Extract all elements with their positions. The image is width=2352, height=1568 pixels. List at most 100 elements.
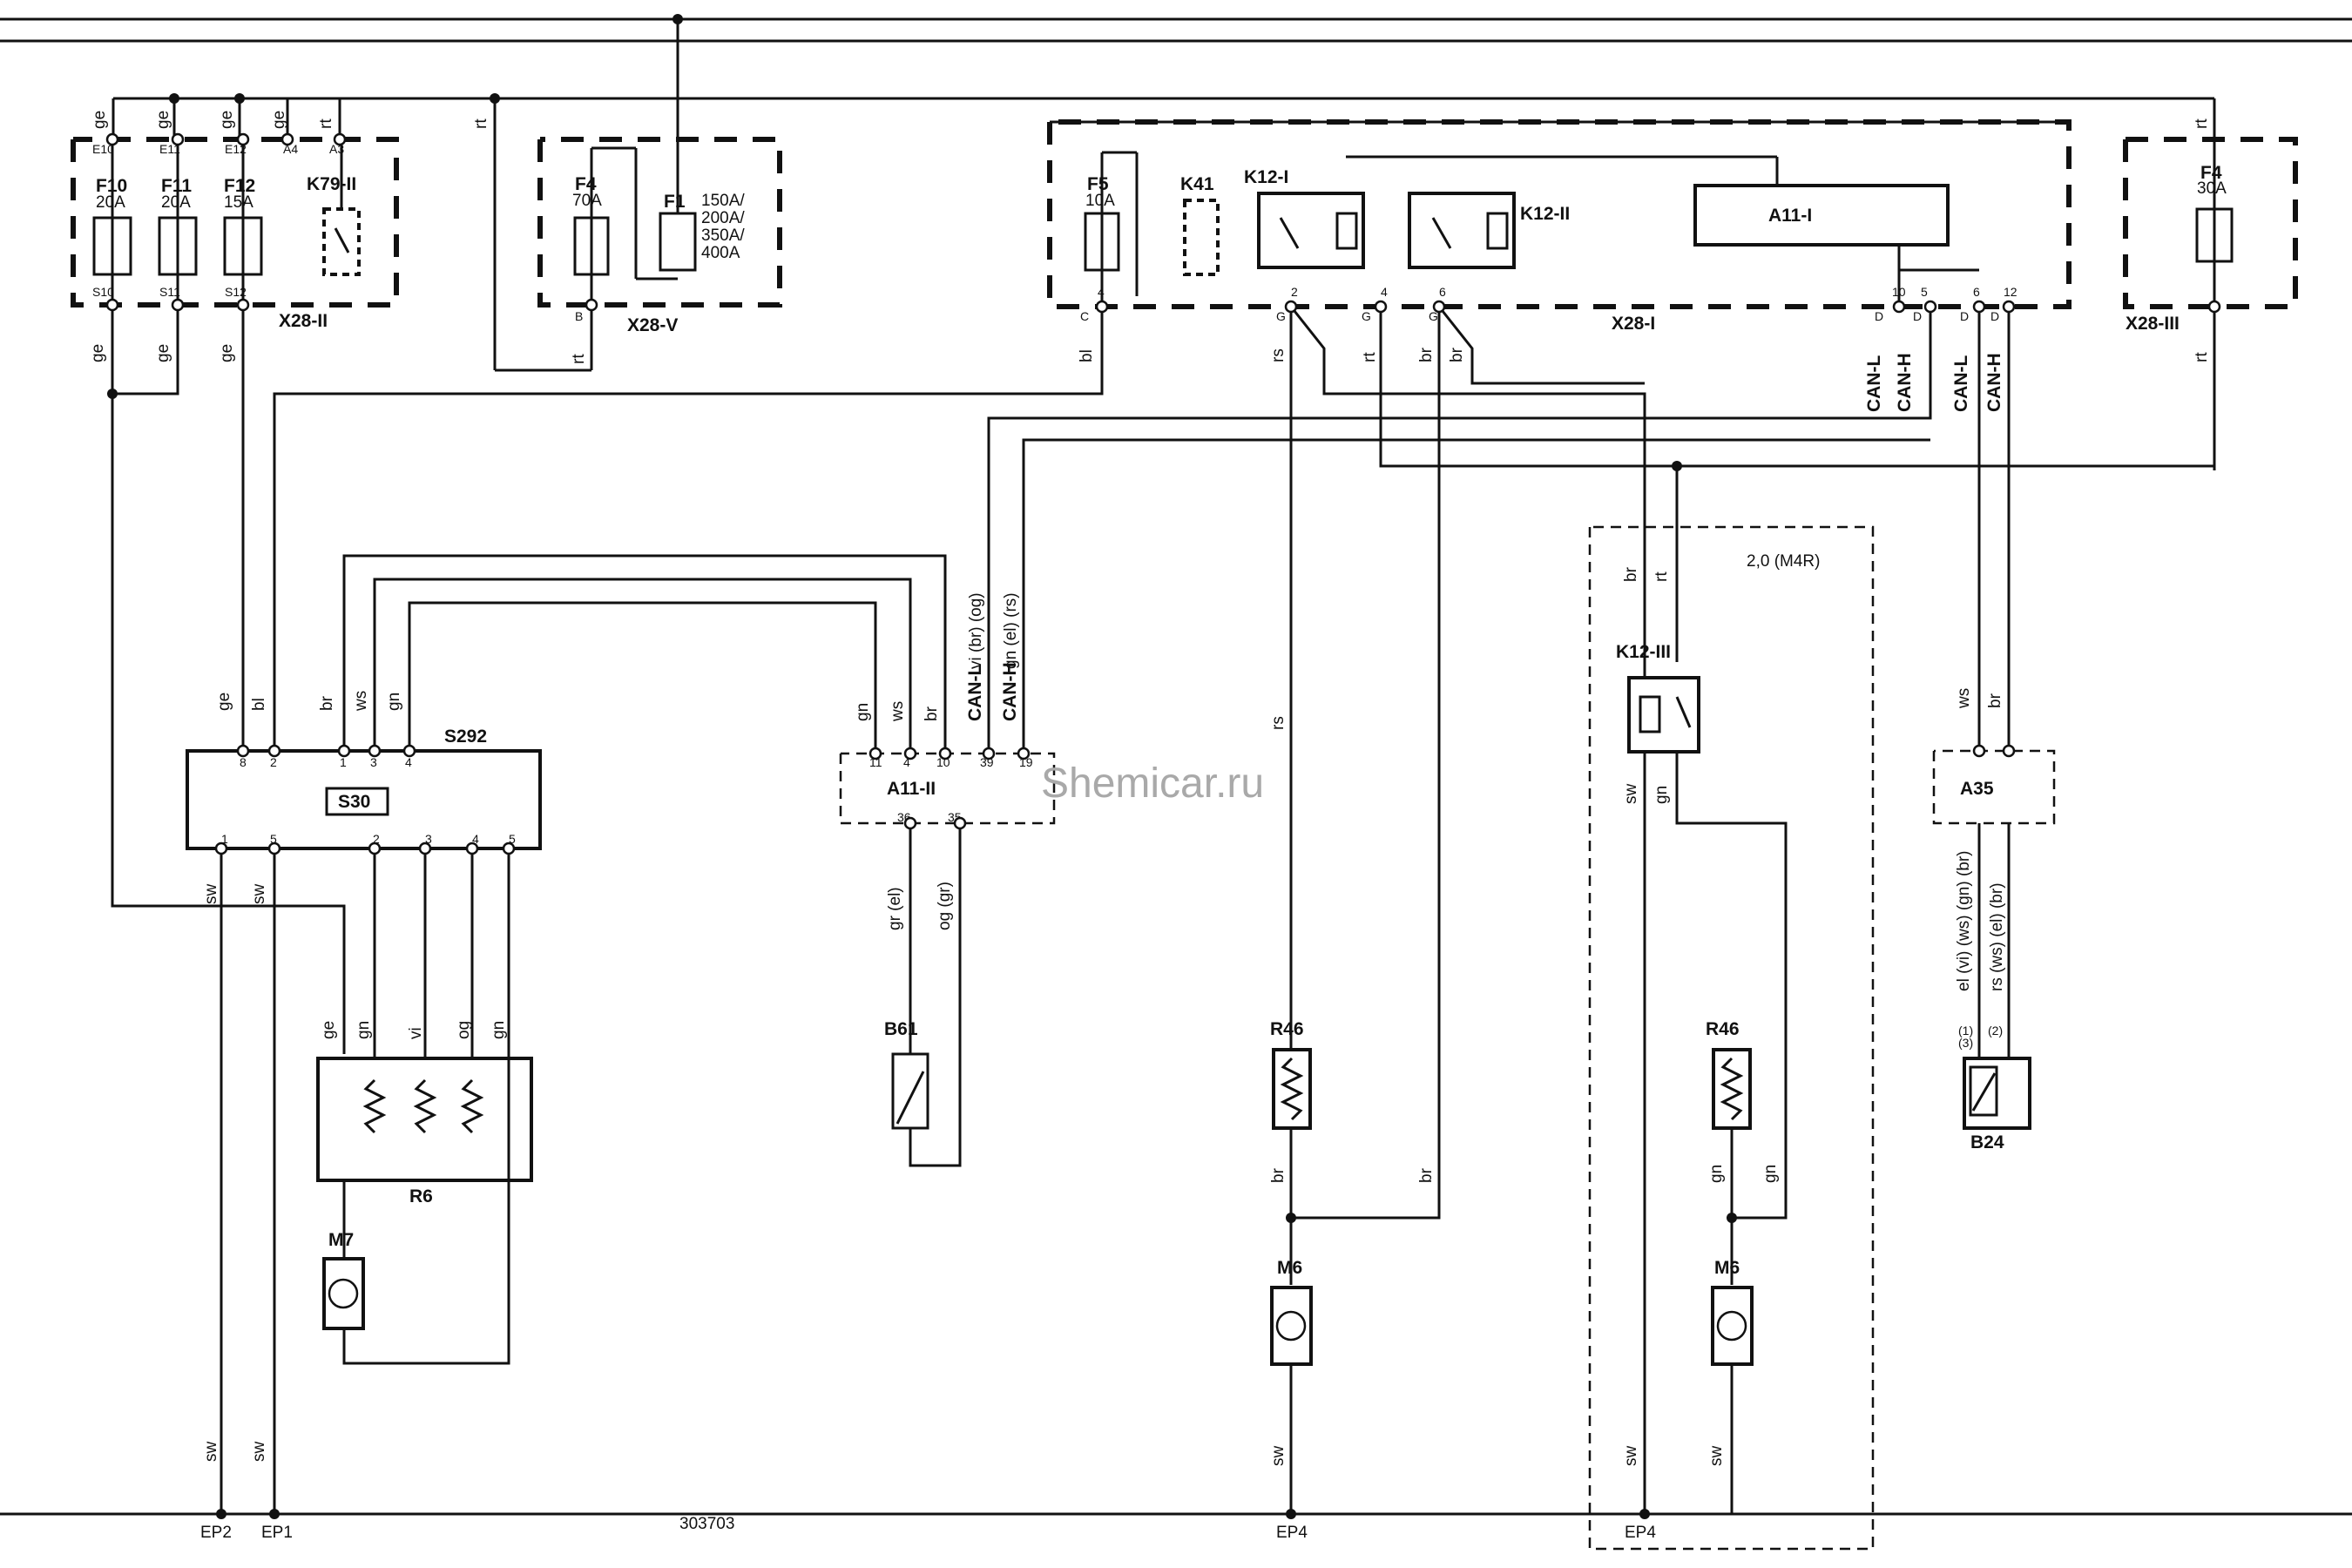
- relay-k12-i-label: K12-I: [1244, 167, 1288, 187]
- motor-m7-label: M7: [328, 1230, 354, 1250]
- sensor-b61-label: B61: [884, 1019, 918, 1039]
- module-s292-label: S292: [444, 727, 487, 747]
- svg-text:ge: ge: [218, 111, 236, 129]
- fuse-f4-main-rating: 70A: [572, 192, 602, 210]
- svg-text:6: 6: [1439, 285, 1446, 299]
- svg-text:sw: sw: [1622, 784, 1640, 805]
- svg-text:sw: sw: [1622, 1446, 1640, 1467]
- svg-text:S11: S11: [159, 285, 180, 299]
- svg-text:rt: rt: [472, 118, 490, 129]
- svg-text:4: 4: [1098, 285, 1105, 299]
- svg-text:vi: vi: [407, 1027, 425, 1039]
- svg-text:S12: S12: [225, 285, 247, 299]
- svg-text:ge: ge: [154, 344, 172, 362]
- ground-ep4-right-label: EP4: [1625, 1524, 1656, 1542]
- resistor-r46-left: R46: [1270, 1019, 1312, 1130]
- connector-x28-iii-label: X28-III: [2126, 314, 2180, 334]
- svg-text:gn: gn: [385, 693, 403, 711]
- svg-text:C: C: [1080, 309, 1089, 323]
- fuse-f12-label: F12: [224, 176, 255, 196]
- svg-text:rt: rt: [317, 118, 335, 129]
- fuse-f5-label: F5: [1087, 174, 1109, 194]
- ground-ep4-left-label: EP4: [1276, 1524, 1308, 1542]
- svg-text:2: 2: [373, 832, 380, 846]
- svg-text:200A/: 200A/: [701, 209, 745, 227]
- switch-s30-box: [325, 787, 389, 816]
- svg-text:br: br: [318, 695, 336, 711]
- svg-text:1: 1: [340, 755, 347, 769]
- motor-m6-left-icon: [1275, 1310, 1307, 1342]
- resistor-r6-label: R6: [409, 1186, 433, 1206]
- svg-text:ws: ws: [352, 691, 370, 712]
- svg-text:CAN-H: CAN-H: [1984, 353, 2004, 412]
- svg-text:S10: S10: [92, 285, 114, 299]
- resistor-r46-right: R46: [1706, 1019, 1752, 1130]
- svg-text:1: 1: [221, 832, 228, 846]
- fusebox-x28-v: F4 70A F1 150A/ 200A/ 350A/ 400A X28-V B: [537, 14, 782, 335]
- svg-text:CAN-L: CAN-L: [965, 665, 985, 721]
- control-unit-a11-i-label: A11-I: [1768, 206, 1812, 226]
- svg-text:br: br: [1986, 693, 2004, 708]
- svg-text:400A: 400A: [701, 244, 740, 262]
- connector-x28-v-label: X28-V: [627, 315, 678, 335]
- svg-text:2: 2: [270, 755, 277, 769]
- svg-text:br: br: [1417, 1167, 1436, 1183]
- svg-text:ge: ge: [154, 111, 172, 129]
- fuse-f5-rating: 10A: [1085, 192, 1115, 210]
- svg-text:4: 4: [903, 755, 910, 769]
- terminal-markers: [105, 132, 2221, 855]
- svg-text:rs: rs: [1269, 348, 1288, 362]
- resistor-r6: R6 ge gn vi og gn: [316, 848, 533, 1206]
- sensor-b61-icon: [891, 1052, 929, 1130]
- svg-text:ge: ge: [320, 1021, 338, 1039]
- connector-x28-i-label: X28-I: [1612, 314, 1655, 334]
- svg-text:br: br: [1622, 566, 1640, 582]
- svg-text:5: 5: [1921, 285, 1928, 299]
- motor-m7-icon: [328, 1278, 359, 1309]
- svg-text:(3): (3): [1958, 1036, 1973, 1050]
- fuse-f12-rating: 15A: [224, 193, 253, 212]
- svg-text:12: 12: [2004, 285, 2017, 299]
- svg-text:(1): (1): [1958, 1024, 1973, 1037]
- svg-text:5: 5: [270, 832, 277, 846]
- svg-text:10: 10: [1892, 285, 1906, 299]
- svg-text:gn: gn: [355, 1021, 373, 1039]
- fuse-f1-label: F1: [664, 192, 686, 212]
- svg-text:4: 4: [1381, 285, 1388, 299]
- fuse-f10-rating: 20A: [96, 193, 125, 212]
- fuse-f4-main-label: F4: [575, 174, 597, 194]
- switch-s30-label: S30: [338, 792, 370, 812]
- motor-m6-right-label: M6: [1714, 1258, 1740, 1278]
- svg-text:2: 2: [1291, 285, 1298, 299]
- svg-text:br: br: [1269, 1167, 1288, 1183]
- svg-text:4: 4: [472, 832, 479, 846]
- svg-text:ge: ge: [91, 111, 109, 129]
- svg-text:rt: rt: [570, 354, 588, 364]
- variant-label: 2,0 (M4R): [1747, 552, 1820, 571]
- svg-text:sw: sw: [202, 1442, 220, 1463]
- svg-text:sw: sw: [202, 884, 220, 905]
- fusebox-x28-ii: F10 20A F11 20A F12 15A K79-II X28-II E1…: [71, 93, 399, 331]
- svg-text:D: D: [1960, 309, 1969, 323]
- motor-m6-right: M6: [1711, 1258, 1754, 1366]
- svg-text:ws: ws: [889, 701, 907, 722]
- svg-text:rs (ws) (el) (br): rs (ws) (el) (br): [1988, 882, 2006, 991]
- drawing-number: 303703: [679, 1515, 734, 1533]
- svg-text:vi (br) (og): vi (br) (og): [967, 592, 985, 669]
- fuse-f1-icon: [659, 212, 697, 272]
- svg-text:E10: E10: [92, 142, 114, 156]
- svg-text:ge: ge: [89, 344, 107, 362]
- svg-text:gn: gn: [1707, 1165, 1726, 1183]
- sensor-b61: B61: [884, 1019, 929, 1130]
- svg-text:D: D: [1990, 309, 1999, 323]
- svg-text:sw: sw: [1269, 1446, 1288, 1467]
- svg-text:(2): (2): [1988, 1024, 2003, 1037]
- control-unit-a35: A35: [1932, 749, 2056, 825]
- fusebox-x28-iii: F4 30A X28-III rt rt: [340, 97, 2298, 470]
- svg-text:ge: ge: [218, 344, 236, 362]
- motor-m6-left-label: M6: [1277, 1258, 1302, 1278]
